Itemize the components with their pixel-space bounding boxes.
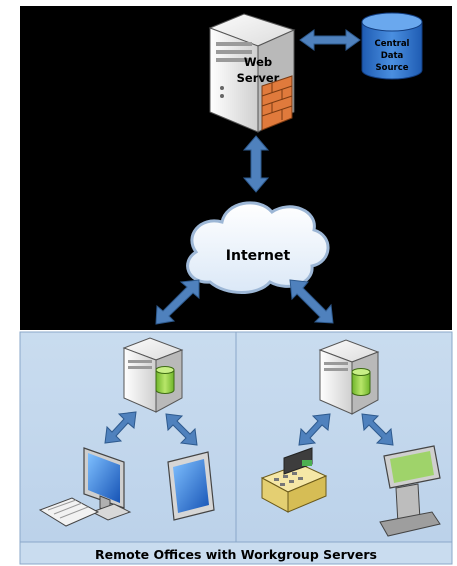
internet-label: Internet (226, 248, 291, 264)
arrow-webserver-database (299, 29, 361, 51)
left-server-database-icon (155, 366, 175, 394)
arrow-internet-right-office (289, 279, 334, 324)
central-data-source-line2: Data (381, 51, 404, 61)
cloud-icon: Internet (186, 201, 330, 294)
database-cylinder-icon: Central Data Source (361, 12, 423, 80)
caption-band (19, 541, 453, 565)
white-top-margin (0, 0, 457, 6)
cash-register-icon (260, 447, 328, 513)
firewall-icon (261, 75, 293, 131)
white-left-margin (0, 0, 20, 566)
arrow-internet-left-office (155, 279, 200, 325)
tablet-icon (167, 451, 215, 521)
kiosk-icon (379, 445, 441, 537)
right-server-database-icon (351, 368, 371, 396)
arrow-webserver-internet (242, 135, 270, 193)
desktop-computer-icon (38, 447, 132, 527)
central-data-source-line3: Source (375, 63, 408, 73)
arrow-server-cash-register (298, 413, 331, 446)
arrow-server-tablet (165, 413, 198, 446)
web-server-label-line1: Web (244, 55, 272, 69)
central-data-source-line1: Central (375, 39, 410, 49)
remote-offices-caption: Remote Offices with Workgroup Servers (95, 547, 377, 562)
white-right-margin (452, 0, 457, 566)
arrow-server-kiosk (361, 413, 394, 446)
web-server-label-line2: Server (237, 71, 280, 85)
arrow-server-desktop (104, 411, 137, 444)
